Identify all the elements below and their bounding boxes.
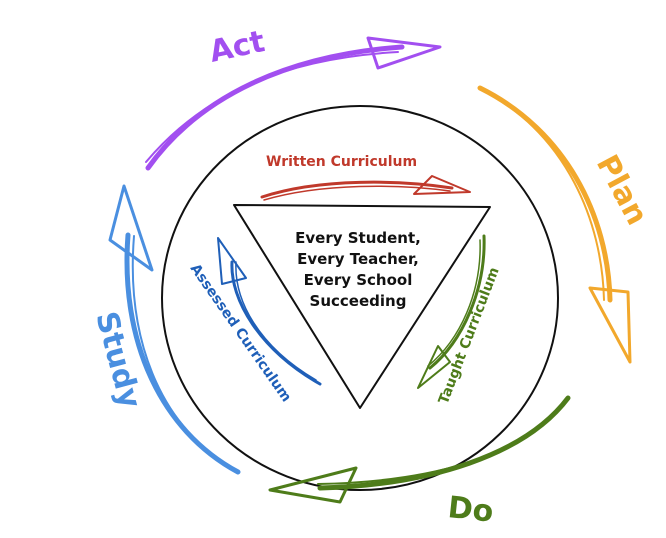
assessed-arrow — [217, 237, 322, 386]
assessed-curriculum-label: Assessed Curriculum — [187, 261, 294, 405]
written-arrow — [260, 175, 471, 201]
act-label: Act — [206, 24, 267, 70]
center-triangle — [233, 204, 491, 409]
center-statement: Every Student, Every Teacher, Every Scho… — [295, 229, 421, 310]
taught-curriculum-label: Taught Curriculum — [436, 265, 503, 406]
plan-arrow — [477, 85, 632, 364]
center-line-2: Every Teacher, — [297, 250, 419, 268]
center-line-3: Every School — [304, 271, 413, 289]
study-arrow — [108, 184, 241, 475]
center-line-4: Succeeding — [310, 292, 407, 310]
center-line-1: Every Student, — [295, 229, 421, 247]
taught-arrow — [417, 234, 486, 389]
central-circle — [161, 105, 559, 491]
written-curriculum-label: Written Curriculum — [266, 154, 417, 170]
act-arrow — [145, 36, 442, 171]
do-arrow — [268, 395, 571, 504]
do-label: Do — [446, 490, 495, 530]
plan-label: Plan — [589, 149, 655, 231]
